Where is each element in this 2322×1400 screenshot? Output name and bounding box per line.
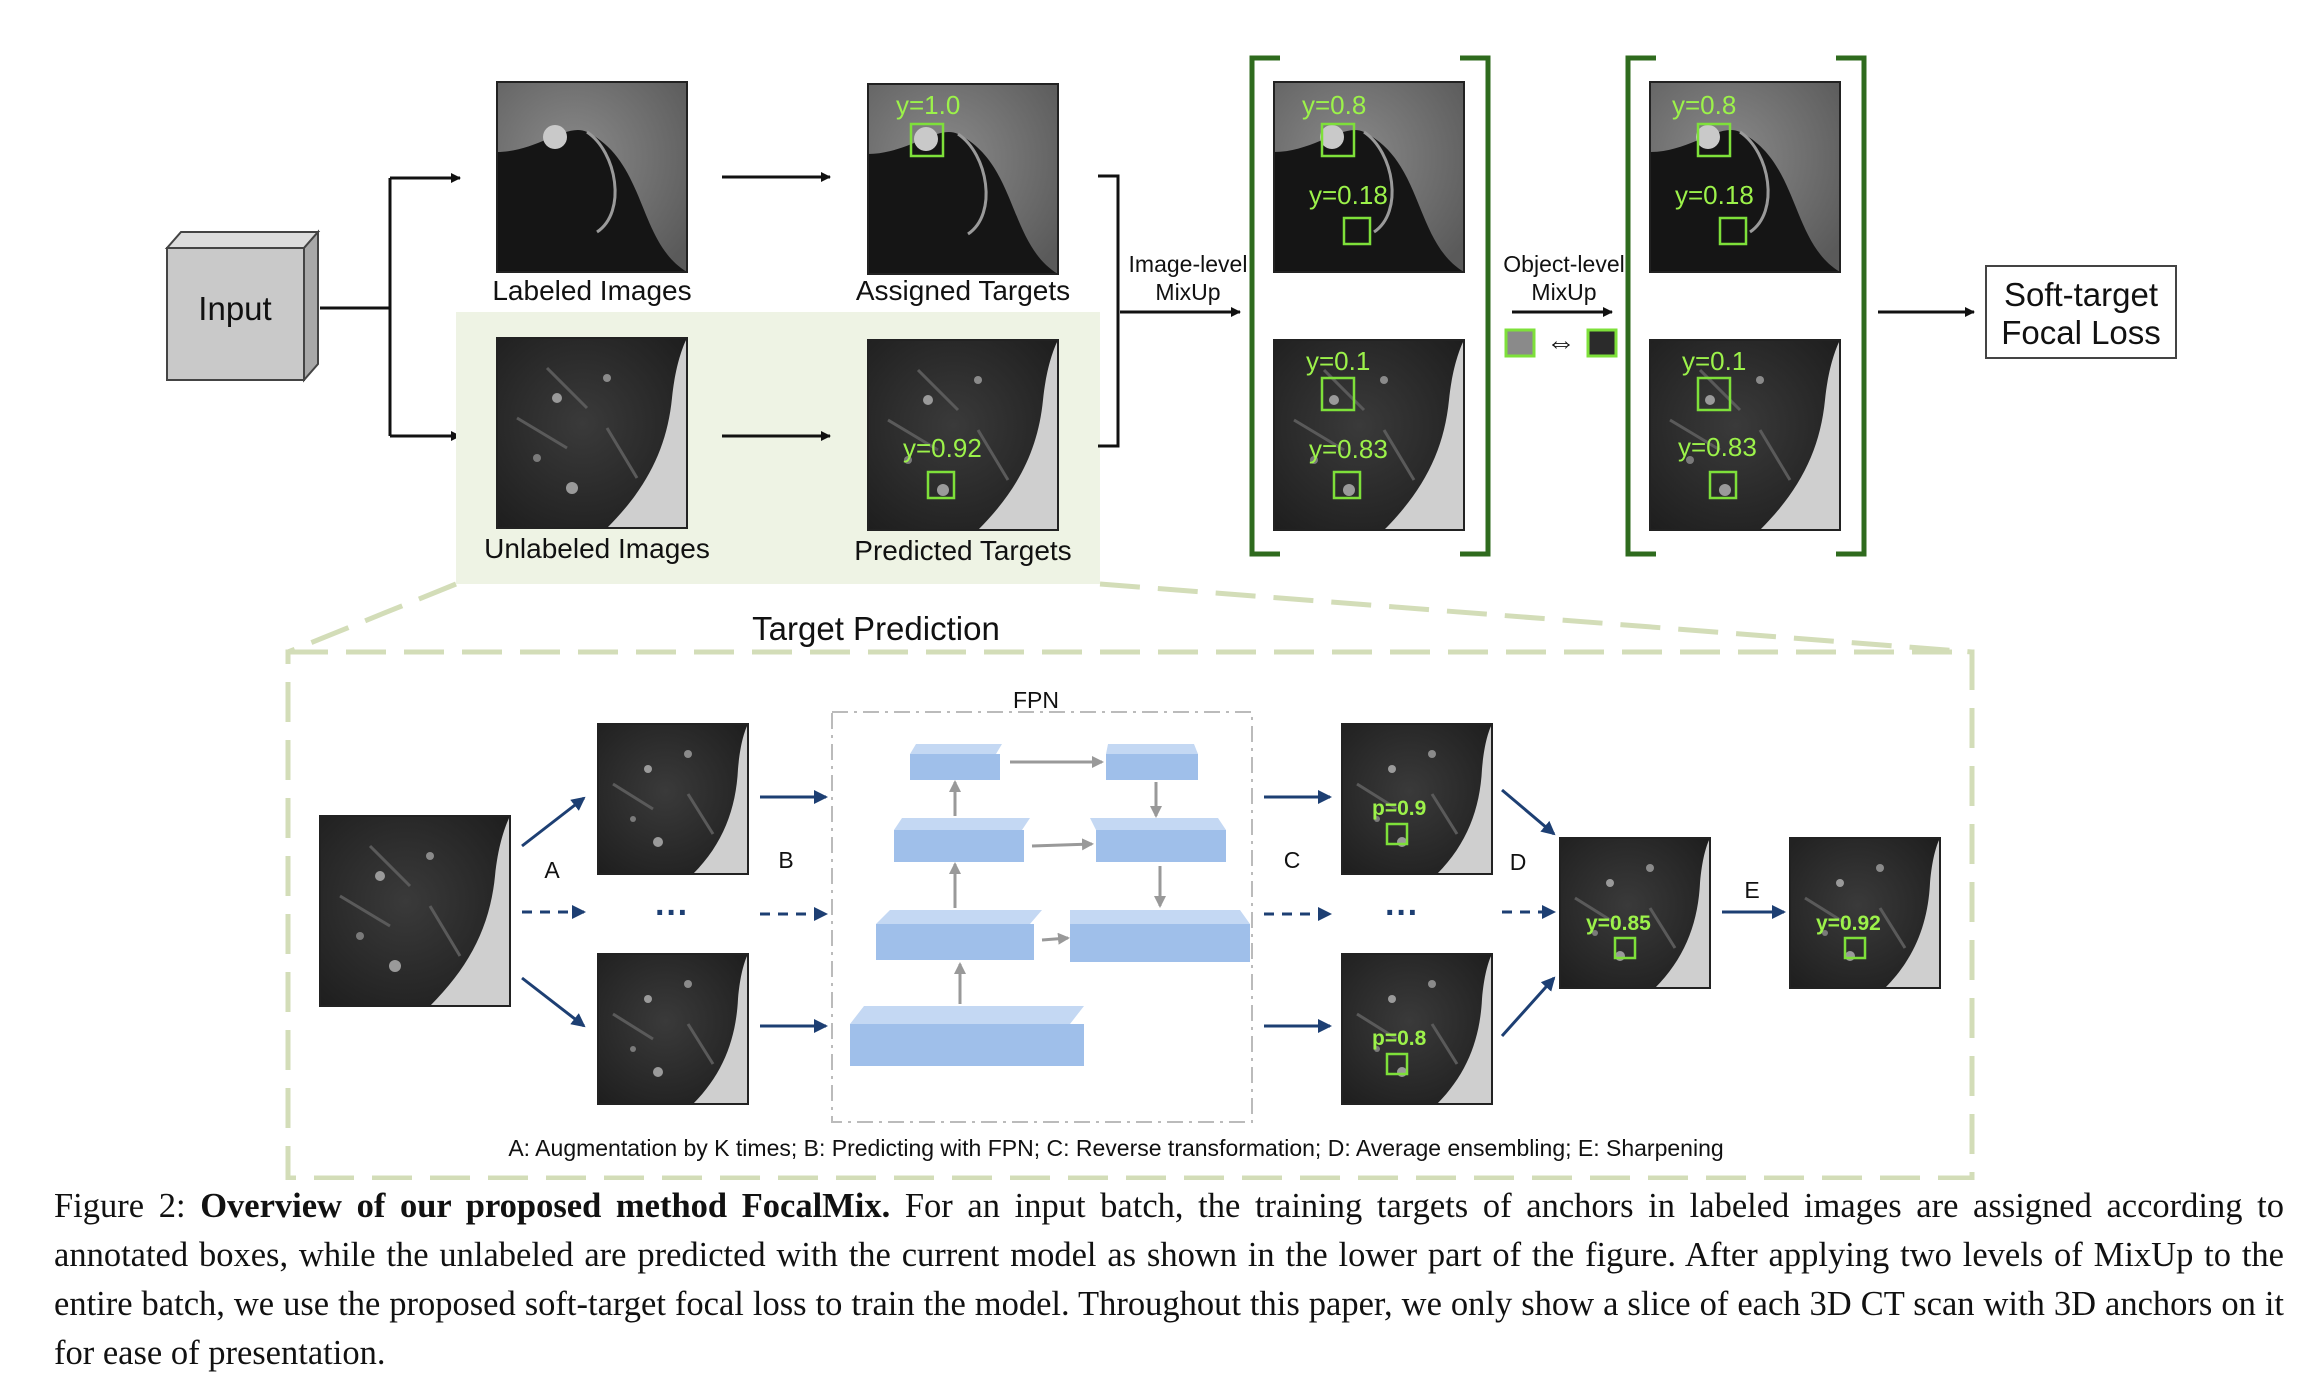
step-d-label: D [1510,849,1527,875]
sharpened-image: y=0.92 [1788,836,1942,990]
step-e-label: E [1744,877,1759,903]
object-level-mixup-line2: MixUp [1531,279,1596,305]
anchor-box [909,122,945,158]
object-level-mixup-line1: Object-level [1503,251,1624,277]
reversed-ellipsis: ··· [1385,894,1419,932]
tp-input-image [318,814,512,1008]
mix1-left-bracket [1249,55,1280,557]
input-label: Input [198,290,271,327]
step-legend: A: Augmentation by K times; B: Predictin… [508,1135,1723,1161]
input-cube: Input [164,229,321,383]
reversed-image-bottom: p=0.8 [1340,952,1494,1106]
fpn-layer [1070,910,1250,962]
fpn-layer [876,910,1042,960]
assigned-targets-label: Assigned Targets [856,275,1070,306]
mix1-right-bracket [1460,55,1491,557]
fpn-out-arrows [1264,790,1332,1033]
caption-prefix: Figure 2: [54,1187,201,1225]
predicted-image: y=0.92 [866,338,1060,532]
mix1-top-a: y=0.8 [1302,90,1366,120]
mix1-bottom-image: y=0.1 y=0.83 [1272,338,1466,532]
augmented-image-top [596,722,750,876]
augmented-ellipsis: ··· [655,894,689,932]
labeled-patch-thumb [1504,328,1536,358]
caption-title: Overview of our proposed method FocalMix… [200,1187,891,1225]
predicted-targets-label: Predicted Targets [854,535,1071,566]
mix2-bot-b: y=0.83 [1678,432,1757,462]
fpn-layer [1106,744,1198,780]
loss-box: Soft-target Focal Loss [1985,265,2177,359]
reversed-image-top: p=0.9 [1340,722,1494,876]
predicted-target-value: y=0.92 [903,433,982,463]
p-bottom-value: p=0.8 [1372,1027,1427,1050]
anchor-box [926,470,956,500]
target-prediction-title: Target Prediction [752,610,1000,647]
augmented-image-bottom [596,952,750,1106]
fpn-in-arrows [760,790,828,1033]
split-arrows [320,173,461,441]
fpn-block: FPN [831,687,1253,1123]
caption-body: For an input batch, the training targets… [54,1187,2284,1372]
ensembled-value: y=0.85 [1586,912,1651,935]
mix1-top-b: y=0.18 [1309,180,1388,210]
sharpened-value: y=0.92 [1816,912,1881,935]
mix2-right-bracket [1836,55,1867,557]
loss-line1: Soft-target [2004,276,2158,313]
labeled-images-label: Labeled Images [492,275,691,306]
figure-canvas: Input Labeled Images y=1.0 Assigned Targ… [164,55,2177,1181]
step-b-label: B [778,847,793,873]
fpn-layer [910,744,1002,780]
step-a-label: A [544,857,560,883]
labeled-image [495,80,689,274]
step-c-label: C [1284,847,1301,873]
image-level-mixup-line2: MixUp [1155,279,1220,305]
mix1-bot-b: y=0.83 [1309,434,1388,464]
batch-bracket [1098,174,1120,448]
fpn-layer [850,1006,1084,1066]
unlabeled-images-label: Unlabeled Images [484,533,710,564]
mix2-top-a: y=0.8 [1672,90,1736,120]
mix2-left-bracket [1625,55,1656,557]
figure-caption: Figure 2: Overview of our proposed metho… [54,1182,2284,1378]
swap-icon: ⇔ [1546,326,1576,359]
mix2-bottom-image: y=0.1 y=0.83 [1648,338,1842,532]
assigned-image: y=1.0 [866,82,1060,276]
mix2-top-b: y=0.18 [1675,180,1754,210]
mix2-top-image: y=0.8 y=0.18 [1648,80,1842,274]
fpn-label: FPN [1013,687,1059,713]
mix2-bot-a: y=0.1 [1682,346,1746,376]
augment-arrows [521,796,586,1028]
fpn-layer [894,818,1030,862]
ensemble-arrows [1500,788,1556,1038]
mix1-bot-a: y=0.1 [1306,346,1370,376]
loss-line2: Focal Loss [2001,314,2161,351]
assigned-target-value: y=1.0 [896,90,960,120]
fpn-connections [949,756,1166,1004]
mix1-top-image: y=0.8 y=0.18 [1272,80,1466,274]
unlabeled-image [495,336,689,530]
image-level-mixup-line1: Image-level [1129,251,1248,277]
unlabeled-patch-thumb [1586,328,1618,358]
zoom-dashed-frame [285,581,1975,1181]
p-top-value: p=0.9 [1372,797,1426,820]
ensembled-image: y=0.85 [1558,836,1712,990]
fpn-layer [1090,818,1226,862]
